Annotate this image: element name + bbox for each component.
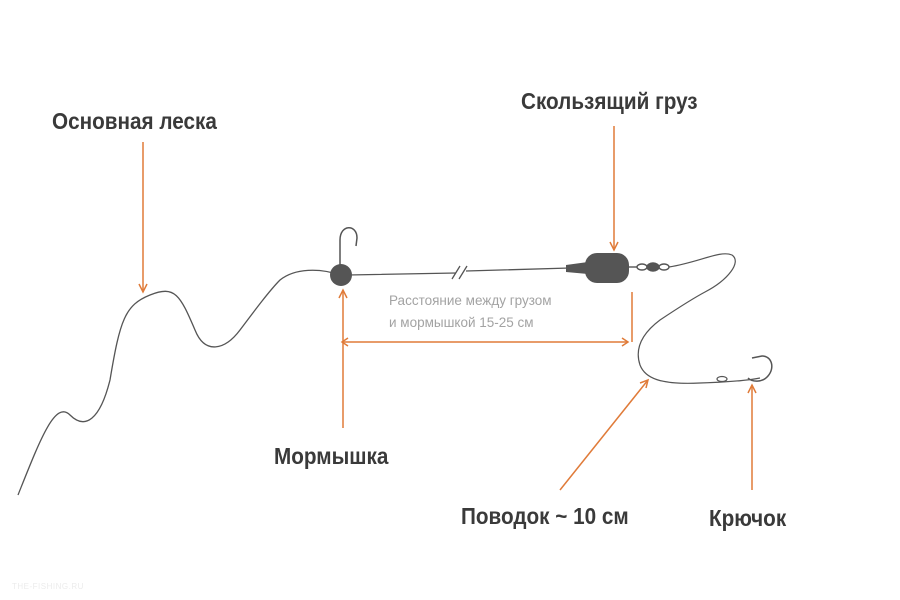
distance-dimension: [340, 292, 633, 347]
swivel: [629, 262, 670, 272]
distance-note-line-2: и мормышкой 15-25 см: [389, 315, 534, 330]
label-sliding-weight: Скользящий груз: [521, 88, 698, 114]
distance-note: Расстояние между грузом и мормышкой 15-2…: [389, 290, 552, 334]
pointer-main-line: [138, 142, 148, 294]
pointer-sliding-weight: [609, 126, 619, 252]
label-jig: Мормышка: [274, 443, 389, 469]
jig-hook-wire: [339, 227, 358, 270]
pointer-leader: [559, 378, 650, 491]
hook-shape: [747, 355, 773, 382]
leader-line: [637, 253, 761, 384]
watermark: THE-FISHING.RU: [12, 582, 84, 591]
sliding-weight-body: [585, 253, 629, 283]
jig-ball: [330, 264, 352, 286]
label-main-line: Основная леска: [52, 108, 217, 134]
line-break-mark: [451, 265, 468, 280]
weight-stem: [566, 262, 588, 274]
leader-knot: [716, 375, 728, 383]
main-line-path: [17, 269, 341, 496]
pointer-hook: [747, 383, 757, 490]
middle-line: [347, 267, 571, 276]
label-leader: Поводок ~ 10 см: [461, 503, 629, 529]
distance-note-line-1: Расстояние между грузом: [389, 293, 552, 308]
pointer-jig: [338, 288, 348, 428]
label-hook: Крючок: [709, 505, 787, 531]
